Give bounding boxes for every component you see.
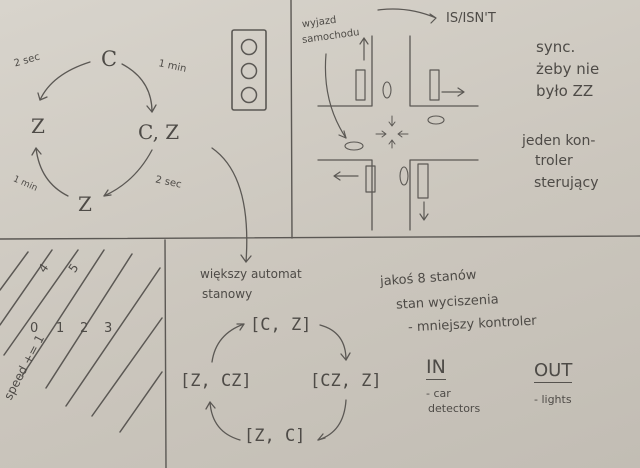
one-controller-note-line3: sterujący — [534, 175, 599, 191]
traffic-light-housing — [231, 29, 267, 111]
car-icon — [429, 69, 440, 101]
speed-digit: 3 — [104, 321, 113, 336]
curb — [409, 159, 479, 231]
state-arrow-cz-to-czz — [319, 324, 347, 361]
cycle-arc-c-to-z — [39, 61, 91, 101]
traffic-light-lamp-bottom — [240, 86, 258, 104]
arrow-right-icon — [375, 130, 387, 138]
cycle-arc-cz-to-z — [103, 149, 153, 197]
horizontal-divider — [0, 235, 640, 240]
arrowhead — [317, 433, 326, 441]
bottom-vertical-divider — [164, 239, 167, 468]
car-icon — [355, 69, 366, 101]
state-cz-z: [CZ, Z] — [310, 371, 382, 391]
state-machine-title-line2: stanowy — [202, 287, 253, 301]
arrowhead — [338, 130, 347, 139]
arrowhead — [236, 323, 245, 331]
is-isnt-label: IS/ISN'T — [446, 11, 496, 26]
cycle-node-c-z: C, Z — [138, 120, 180, 144]
speed-digit: 0 — [30, 321, 39, 336]
traffic-light-lamp-middle — [240, 62, 258, 80]
sync-note-line1: sync. — [536, 38, 576, 56]
arrow-left-icon — [397, 130, 409, 138]
car-icon — [365, 165, 376, 193]
arrowhead — [205, 401, 216, 410]
curb — [317, 159, 373, 231]
out-label: OUT — [534, 360, 573, 383]
state-c-z: [C, Z] — [250, 315, 312, 335]
speed-digit: 2 — [80, 321, 89, 336]
in-label: IN — [426, 356, 446, 380]
one-controller-note-line2: troler — [535, 153, 573, 169]
curb — [409, 35, 479, 107]
arrow-up-icon — [359, 37, 369, 61]
detector-icon — [382, 81, 392, 99]
out-item-line1: - lights — [534, 393, 572, 406]
one-controller-note-line1: jeden kon- — [522, 133, 596, 149]
intersection-sketch — [317, 8, 479, 231]
arrowhead — [146, 104, 157, 113]
cycle-arc-z-to-z — [35, 147, 69, 197]
sync-note-line3: było ZZ — [536, 82, 594, 100]
arrow-right-icon — [441, 87, 465, 97]
state-z-cz: [Z, CZ] — [180, 371, 252, 391]
state-arrow-zcz-to-cz — [211, 323, 245, 363]
hatching — [0, 249, 163, 433]
detector-icon — [344, 141, 364, 151]
arrow-to-state-machine — [211, 147, 248, 263]
traffic-light-lamp-top — [240, 38, 258, 56]
arrowhead — [31, 147, 42, 156]
detector-icon — [427, 115, 445, 125]
label-pointer — [324, 53, 347, 139]
arrowhead — [240, 254, 252, 263]
cycle-arc-c-to-cz — [121, 63, 153, 113]
arrow-to-is-isnt — [377, 8, 437, 24]
curb — [317, 35, 373, 107]
arrowhead — [37, 92, 48, 101]
cycle-node-z-left: Z — [31, 114, 45, 138]
arrowhead — [340, 352, 351, 361]
state-machine-title-line1: większy automat — [200, 267, 302, 281]
arrow-down-icon — [388, 115, 396, 127]
cycle-node-c: C — [101, 47, 118, 71]
detector-icon — [399, 166, 409, 186]
arrow-left-icon — [333, 171, 359, 181]
arrow-down-icon — [419, 201, 429, 221]
in-item-line2: detectors — [428, 402, 481, 415]
cycle-node-z-bottom: Z — [78, 192, 92, 216]
state-arrow-zc-to-zcz — [209, 401, 241, 441]
top-vertical-divider — [290, 0, 293, 239]
state-z-c: [Z, C] — [244, 426, 306, 446]
in-item-line1: - car — [426, 387, 451, 400]
speed-digit: 1 — [56, 321, 65, 336]
car-icon — [417, 163, 429, 199]
sync-note-line2: żeby nie — [536, 60, 600, 78]
arrowhead — [103, 189, 112, 197]
arrow-up-icon — [388, 139, 396, 149]
